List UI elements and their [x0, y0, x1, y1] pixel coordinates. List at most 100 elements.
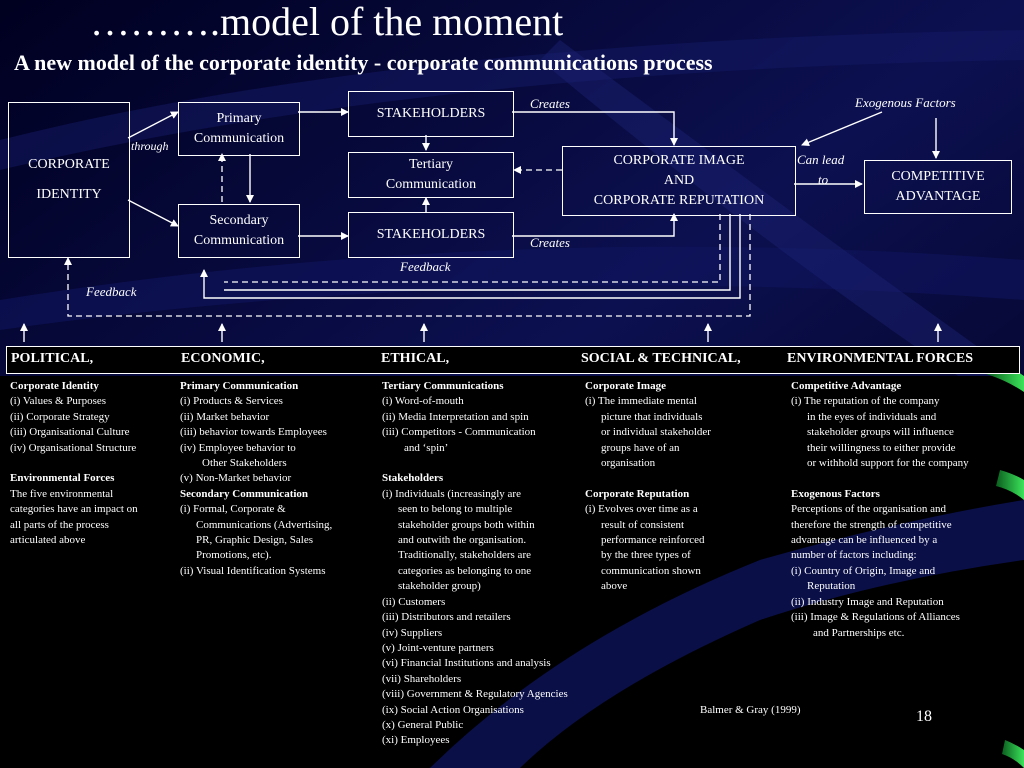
column-text-line: and ‘spin’: [404, 441, 449, 454]
column-text-line: articulated above: [10, 534, 86, 547]
column-heading: Corporate Reputation: [585, 487, 690, 500]
column-text-line: (ii) Customers: [382, 595, 446, 608]
column-text-line: or withhold support for the company: [807, 457, 969, 470]
column-text-line: (i) Products & Services: [180, 395, 283, 408]
column-text-line: Promotions, etc).: [196, 549, 272, 562]
column-text-line: (iii) behavior towards Employees: [180, 426, 327, 439]
feedback-dashed-inner: [224, 214, 721, 283]
column-text-line: their willingness to either provide: [807, 441, 956, 454]
through-label: through: [131, 139, 169, 153]
column-text-line: Other Stakeholders: [202, 457, 287, 470]
primary-line-1: Primary: [216, 111, 262, 126]
column-heading: Corporate Identity: [10, 380, 99, 392]
to-label: to: [818, 172, 829, 187]
tertiary-line-2: Communication: [385, 177, 477, 192]
column-text-line: Traditionally, stakeholders are: [398, 549, 531, 562]
column-text-line: stakeholder groups both within: [398, 518, 535, 531]
stakeholders-bottom-box: STAKEHOLDERS: [348, 212, 514, 258]
column-text-line: PR, Graphic Design, Sales: [196, 534, 314, 547]
image-line-1: CORPORATE IMAGE: [613, 153, 745, 168]
primary-line-2: Communication: [193, 131, 285, 146]
creates-top-label: Creates: [530, 96, 570, 111]
column-text-line: Communications (Advertising,: [196, 518, 333, 531]
column-text-line: (v) Non-Market behavior: [180, 472, 292, 485]
arrow-identity-secondary: [127, 199, 179, 227]
force-environmental: ENVIRONMENTAL FORCES: [787, 351, 974, 366]
column-text-line: (vi) Financial Institutions and analysis: [382, 657, 551, 670]
column-text-line: and Partnerships etc.: [813, 626, 905, 639]
environmental-forces-bar: POLITICAL, ECONOMIC, ETHICAL, SOCIAL & T…: [6, 346, 1020, 374]
secondary-line-1: Secondary: [209, 213, 269, 228]
column-text-line: categories have an impact on: [10, 503, 138, 516]
column-text-line: seen to belong to multiple: [398, 503, 513, 516]
column-text-line: (iv) Organisational Structure: [10, 441, 137, 454]
image-line-3: CORPORATE REPUTATION: [593, 193, 765, 208]
column-text-line: (i) Word-of-mouth: [382, 395, 464, 408]
column-text-line: (iv) Employee behavior to: [180, 441, 296, 454]
column-text-line: performance reinforced: [601, 534, 705, 547]
column-identity-environment: Corporate Identity(i) Values & Purposes(…: [10, 379, 138, 548]
column-tertiary-stakeholders: Tertiary Communications (i) Word-of-mouth…: [382, 379, 568, 749]
feedback-inner-label: Feedback: [400, 259, 451, 274]
column-text-line: (iii) Image & Regulations of Alliances: [791, 611, 960, 624]
column-text-line: (iii) Competitors - Communication: [382, 426, 536, 439]
column-text-line: and outwith the organisation.: [398, 534, 527, 547]
column-text-line: (ii) Visual Identification Systems: [180, 564, 326, 577]
column-text-line: (viii) Government & Regulatory Agencies: [382, 688, 568, 701]
column-text-line: Perceptions of the organisation and: [791, 503, 946, 516]
column-text-line: Reputation: [807, 580, 856, 593]
column-text-line: The five environmental: [10, 487, 114, 500]
column-text-line: [382, 456, 568, 471]
column-text-line: all parts of the process: [10, 518, 109, 531]
corporate-identity-box: CORPORATE IDENTITY: [8, 102, 130, 258]
column-text-line: (iii) Organisational Culture: [10, 426, 130, 439]
column-text-line: (i) Individuals (increasingly are: [382, 487, 521, 500]
column-text-line: above: [601, 580, 628, 593]
force-ethical: ETHICAL,: [381, 351, 450, 366]
column-text-line: (i) Evolves over time as a: [585, 503, 698, 516]
column-text-line: (iii) Distributors and retailers: [382, 611, 511, 624]
arrow-creates-top: [512, 111, 678, 146]
slide-title: ……….model of the moment: [90, 0, 564, 44]
column-text-line: number of factors including:: [791, 549, 917, 562]
column-text-line: (ii) Market behavior: [180, 410, 270, 423]
column-text-line: (ii) Media Interpretation and spin: [382, 410, 529, 423]
column-heading: Corporate Image: [585, 380, 666, 392]
column-text-line: organisation: [601, 457, 656, 470]
arrow-exogenous-2: [801, 111, 883, 147]
column-heading: Environmental Forces: [10, 472, 115, 485]
column-text-line: therefore the strength of competitive: [791, 518, 952, 531]
column-text-line: in the eyes of individuals and: [807, 410, 937, 423]
column-text-line: (v) Joint-venture partners: [382, 641, 494, 654]
column-heading: Tertiary Communications: [382, 380, 504, 392]
feedback-outer-line: [224, 214, 731, 291]
force-social-technical: SOCIAL & TECHNICAL,: [581, 351, 741, 366]
creates-bottom-label: Creates: [530, 235, 570, 250]
corporate-identity-line-2: IDENTITY: [36, 187, 102, 202]
image-line-2: AND: [663, 173, 695, 188]
corporate-image-reputation-box: CORPORATE IMAGE AND CORPORATE REPUTATION: [562, 146, 796, 216]
column-text-line: (iv) Suppliers: [382, 626, 443, 639]
column-text-line: picture that individuals: [601, 410, 703, 423]
column-text-line: (i) The reputation of the company: [791, 395, 940, 408]
column-text-line: stakeholder groups will influence: [807, 426, 954, 439]
column-text-line: (ix) Social Action Organisations: [382, 703, 524, 716]
competitive-line-2: ADVANTAGE: [895, 189, 981, 204]
arrow-identity-primary: [127, 111, 179, 139]
column-text-line: (i) Country of Origin, Image and: [791, 564, 936, 577]
secondary-line-2: Communication: [193, 233, 285, 248]
column-text-line: or individual stakeholder: [601, 426, 711, 439]
column-text-line: (i) Formal, Corporate &: [180, 503, 286, 516]
column-text-line: groups have of an: [601, 441, 680, 454]
column-text-line: (ii) Industry Image and Reputation: [791, 595, 944, 608]
page-number: 18: [916, 708, 932, 725]
feedback-dashed-outer: [64, 214, 751, 317]
reference-citation: Balmer & Gray (1999): [700, 704, 801, 716]
column-heading: Secondary Communication: [180, 487, 309, 500]
column-text-line: categories as belonging to one: [398, 564, 532, 577]
column-text-line: [10, 456, 138, 471]
